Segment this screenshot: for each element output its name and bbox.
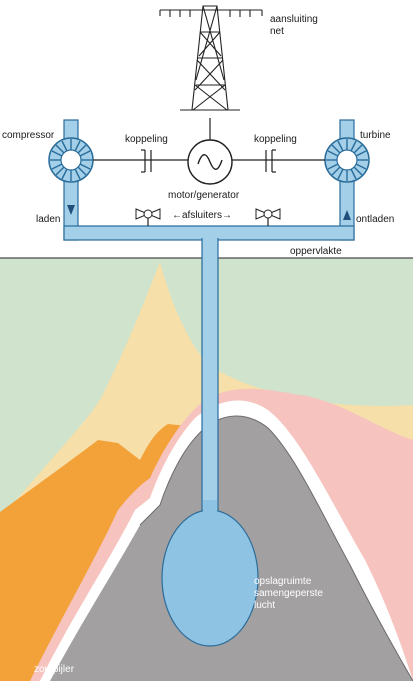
arrow-up-right: [343, 210, 351, 220]
drive-shaft: [93, 149, 325, 173]
motor-generator: [187, 139, 233, 185]
label-coupling-right: koppeling: [254, 134, 297, 145]
valve-left-icon: [135, 208, 161, 226]
pipe-shaft-fill: [204, 230, 216, 532]
flow-arrows: [67, 205, 351, 220]
pylon-icon: [159, 5, 263, 111]
label-turbine: turbine: [360, 130, 391, 141]
label-storage-2: samengeperste: [254, 588, 323, 599]
label-discharging: ontladen: [356, 214, 394, 225]
compressor-wheel: [48, 137, 94, 183]
storage-cavern: [161, 509, 259, 647]
turbine-wheel: [324, 137, 370, 183]
salt-dome-outline: [139, 415, 413, 681]
arrow-down-left: [67, 205, 75, 215]
label-salt-pillar: zoutpijler: [34, 664, 75, 675]
label-charging: laden: [36, 214, 60, 225]
cavern-neck: [203, 500, 217, 520]
label-coupling-left: koppeling: [125, 134, 168, 145]
label-motor-generator: motor/generator: [168, 190, 240, 201]
label-compressor: compressor: [2, 130, 55, 141]
label-surface: oppervlakte: [290, 246, 342, 257]
label-grid-connection-1: aansluiting: [270, 14, 318, 25]
label-storage-3: lucht: [254, 600, 275, 611]
label-valves: ←afsluiters→: [172, 210, 232, 221]
label-storage-1: opslagruimte: [254, 576, 312, 587]
valve-right-icon: [255, 208, 281, 226]
label-grid-connection-2: net: [270, 26, 284, 37]
